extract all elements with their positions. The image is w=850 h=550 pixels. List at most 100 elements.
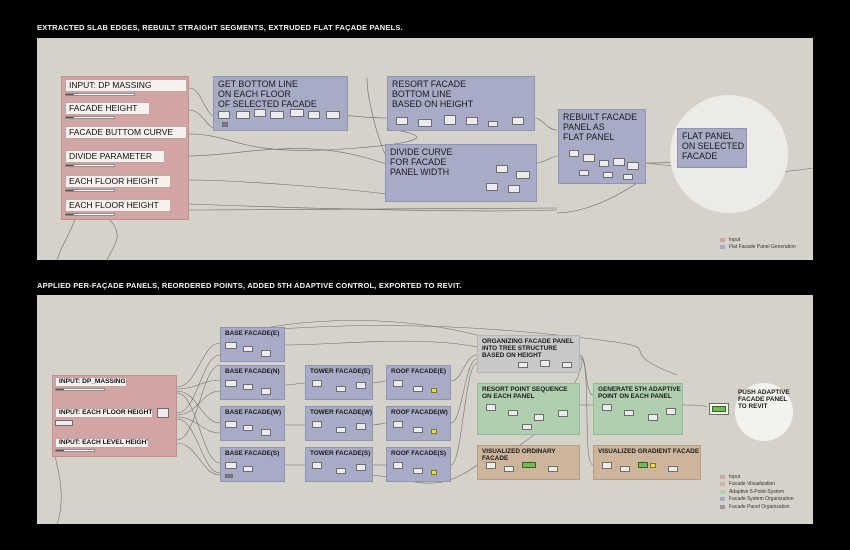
node[interactable] <box>55 420 73 426</box>
node[interactable] <box>496 165 508 173</box>
node[interactable] <box>225 474 233 478</box>
node[interactable] <box>236 111 250 119</box>
node[interactable] <box>218 111 230 119</box>
node[interactable] <box>308 111 320 119</box>
node[interactable] <box>516 171 530 179</box>
node[interactable] <box>326 111 340 119</box>
node[interactable] <box>356 382 366 389</box>
node[interactable] <box>312 421 322 428</box>
group-visualized-ordinary-facade[interactable]: VISUALIZED ORDINARY FACADE <box>477 445 580 480</box>
node[interactable] <box>243 346 253 352</box>
node[interactable] <box>261 350 271 357</box>
node[interactable] <box>261 429 271 436</box>
group-tower-facade-w[interactable]: TOWER FACADE(W) <box>305 406 373 441</box>
input-dp-massing[interactable]: INPUT: DP_MASSING <box>55 377 127 387</box>
input-dp-massing[interactable]: INPUT: DP MASSING <box>65 79 187 92</box>
node[interactable] <box>508 185 520 193</box>
slider[interactable] <box>65 213 115 216</box>
node[interactable] <box>254 109 266 117</box>
node[interactable] <box>418 119 432 127</box>
node[interactable] <box>243 425 253 431</box>
node[interactable] <box>508 410 518 416</box>
node[interactable] <box>413 386 423 392</box>
node[interactable] <box>569 150 579 157</box>
node[interactable] <box>602 462 612 469</box>
group-base-facade-w[interactable]: BASE FACADE(W) <box>220 406 285 441</box>
node[interactable] <box>558 410 568 417</box>
slider[interactable] <box>55 388 105 391</box>
node[interactable] <box>603 172 613 178</box>
node[interactable] <box>512 117 524 125</box>
node[interactable] <box>648 414 658 421</box>
input-divide-parameter[interactable]: DIVIDE PARAMETER <box>65 150 165 163</box>
node[interactable] <box>356 464 366 471</box>
node[interactable] <box>431 470 437 475</box>
node[interactable] <box>540 360 550 367</box>
node[interactable] <box>312 380 322 387</box>
group-base-facade-n[interactable]: BASE FACADE(N) <box>220 365 285 400</box>
group-input-panel2[interactable]: INPUT: DP_MASSING INPUT: EACH FLOOR HEIG… <box>52 375 177 457</box>
group-base-facade-e[interactable]: BASE FACADE(E) <box>220 327 285 362</box>
group-tower-facade-e[interactable]: TOWER FACADE(E) <box>305 365 373 400</box>
node[interactable] <box>225 342 237 349</box>
slider[interactable] <box>65 189 115 192</box>
input-each-floor-height[interactable]: INPUT: EACH FLOOR HEIGHT <box>55 408 153 418</box>
node[interactable] <box>393 380 403 387</box>
node[interactable] <box>336 468 346 474</box>
node[interactable] <box>444 115 456 125</box>
group-resort-point-sequence[interactable]: RESORT POINT SEQUENCE ON EACH PANEL <box>477 383 580 435</box>
slider[interactable] <box>65 116 115 119</box>
node[interactable] <box>627 162 639 170</box>
graph-canvas-adaptive-panel[interactable]: INPUT: DP_MASSING INPUT: EACH FLOOR HEIG… <box>37 295 813 524</box>
graph-canvas-flat-panel[interactable]: INPUT: DP MASSING FACADE HEIGHT FACADE B… <box>37 38 813 260</box>
node[interactable] <box>579 170 589 176</box>
group-base-facade-s[interactable]: BASE FACADE(S) <box>220 447 285 482</box>
input-facade-buttom-curve[interactable]: FACADE BUTTOM CURVE <box>65 126 187 139</box>
node[interactable] <box>638 462 648 468</box>
slider[interactable] <box>55 449 95 452</box>
input-each-level-height[interactable]: INPUT: EACH LEVEL HEIGHT <box>55 438 149 448</box>
group-generate-5th-adaptive-point[interactable]: GENERATE 5TH ADAPTIVE POINT ON EACH PANE… <box>593 383 683 435</box>
node[interactable] <box>666 408 676 415</box>
group-roof-facade-e[interactable]: ROOF FACADE(E) <box>386 365 451 400</box>
node[interactable] <box>650 463 656 468</box>
node[interactable] <box>393 462 403 469</box>
node[interactable] <box>602 404 612 411</box>
node[interactable] <box>225 380 237 387</box>
node[interactable] <box>522 462 536 468</box>
node[interactable] <box>393 421 403 428</box>
group-tower-facade-s[interactable]: TOWER FACADE(S) <box>305 447 373 482</box>
node[interactable] <box>243 384 253 390</box>
node[interactable] <box>290 109 304 117</box>
node[interactable] <box>522 424 532 430</box>
node[interactable] <box>613 158 625 166</box>
node[interactable] <box>261 388 271 395</box>
node[interactable] <box>396 117 408 125</box>
node[interactable] <box>336 427 346 433</box>
node[interactable] <box>486 404 496 411</box>
node[interactable] <box>486 183 498 191</box>
node[interactable] <box>583 154 595 162</box>
node[interactable] <box>534 414 544 421</box>
node[interactable] <box>620 466 630 472</box>
slider[interactable] <box>65 164 115 167</box>
node[interactable] <box>431 388 437 393</box>
node[interactable] <box>225 462 237 469</box>
node[interactable] <box>312 462 322 469</box>
node[interactable] <box>488 121 498 127</box>
input-each-floor-height-1[interactable]: EACH FLOOR HEIGHT <box>65 175 171 188</box>
node[interactable] <box>518 362 528 368</box>
group-roof-facade-w[interactable]: ROOF FACADE(W) <box>386 406 451 441</box>
group-resort-facade[interactable]: RESORT FACADE BOTTOM LINE BASED ON HEIGH… <box>387 76 535 131</box>
group-rebuilt-facade[interactable]: REBUILT FACADE PANEL AS FLAT PANEL <box>558 109 646 184</box>
group-roof-facade-s[interactable]: ROOF FACADE(S) <box>386 447 451 482</box>
node[interactable] <box>624 410 634 416</box>
group-input-panel1[interactable]: INPUT: DP MASSING FACADE HEIGHT FACADE B… <box>61 76 189 220</box>
node[interactable] <box>222 122 228 127</box>
group-get-bottom-line[interactable]: GET BOTTOM LINE ON EACH FLOOR OF SELECTE… <box>213 76 348 131</box>
group-visualized-gradient-facade[interactable]: VISUALIZED GRADIENT FACADE <box>593 445 701 480</box>
node[interactable] <box>668 466 678 472</box>
node[interactable] <box>562 362 572 368</box>
node[interactable] <box>243 466 253 472</box>
node[interactable] <box>504 466 514 472</box>
